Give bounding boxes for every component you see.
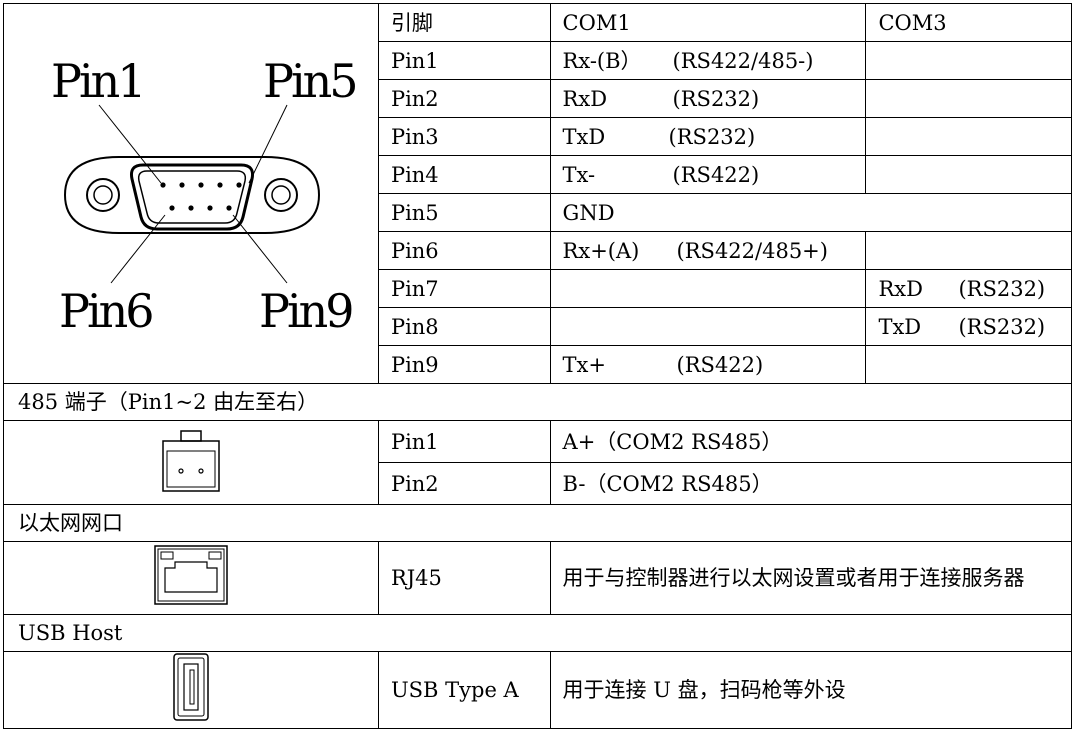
terminal-image-cell [3,420,379,505]
com1-cell: RxD(RS232) [549,79,867,118]
db9-label-pin9: Pin9 [259,284,352,338]
desc-cell: 用于连接 U 盘，扫码枪等外设 [549,651,1073,729]
table-row: Pin3 TxD(RS232) [4,117,1072,156]
desc-cell: A+（COM2 RS485） [549,420,1073,463]
pin-cell: Pin4 [377,155,551,194]
com3-cell [865,117,1072,156]
com3-cell [865,155,1072,194]
com1-cell: Tx+(RS422) [549,345,867,384]
desc-cell: B-（COM2 RS485） [549,462,1073,505]
pin-cell: Pin3 [377,117,551,156]
terminal-block-icon [162,429,220,492]
table-row: Pin6 Rx+(A)(RS422/485+) [4,231,1072,270]
gnd-cell: GND [549,193,1073,232]
pinout-table: Pin1 Pin5 Pin6 Pin9 [3,3,1073,729]
com3-cell [865,345,1072,384]
section-row-usb: USB Host [3,614,1072,652]
pin-cell: Pin6 [377,231,551,270]
pin-cell: Pin9 [377,345,551,384]
section-title-usb: USB Host [3,614,1072,652]
table-row: Pin1 A+（COM2 RS485） [3,420,1073,505]
table-row: RJ45 用于与控制器进行以太网设置或者用于连接服务器 [3,541,1073,615]
pin-cell: Pin2 [377,462,551,505]
table-row: Pin2 B-（COM2 RS485） [4,462,1073,505]
table-row: Pin5 GND [4,193,1073,232]
db9-label-pin5: Pin5 [263,54,356,108]
com1-cell [549,269,867,308]
com1-cell: Tx-(RS422) [549,155,867,194]
header-row: Pin1 Pin5 Pin6 Pin9 [3,3,1072,384]
header-com3: COM3 [865,3,1072,42]
usb-port-icon [173,653,209,721]
com3-cell: TxD(RS232) [865,307,1072,346]
com3-cell [865,79,1072,118]
pin-cell: RJ45 [377,541,551,615]
db9-connector-diagram: Pin1 Pin5 Pin6 Pin9 [51,54,359,338]
table-row: Pin2 RxD(RS232) [4,79,1072,118]
desc-cell: 用于与控制器进行以太网设置或者用于连接服务器 [549,541,1073,615]
pin-cell: Pin7 [377,269,551,308]
section-row-ethernet: 以太网网口 [3,504,1072,542]
com1-cell [549,307,867,346]
com1-cell: TxD(RS232) [549,117,867,156]
com3-cell: RxD(RS232) [865,269,1072,308]
com1-cell: Rx+(A)(RS422/485+) [549,231,867,270]
pin-cell: Pin1 [377,41,551,80]
table-row: Pin1 Rx-(B）(RS422/485-) [4,41,1072,80]
db9-image-cell: Pin1 Pin5 Pin6 Pin9 [3,3,379,384]
pin-cell: Pin5 [377,193,551,232]
com1-cell: Rx-(B）(RS422/485-) [549,41,867,80]
rj45-port-icon [154,545,228,605]
pin-cell: Pin8 [377,307,551,346]
usb-image-cell [3,651,379,729]
section-row-485: 485 端子（Pin1~2 由左至右） [3,383,1072,421]
rj45-image-cell [3,541,379,615]
header-com1: COM1 [549,3,867,42]
section-title-ethernet: 以太网网口 [3,504,1072,542]
pin-cell: Pin1 [377,420,551,463]
section-title-485: 485 端子（Pin1~2 由左至右） [3,383,1072,421]
pin-cell: USB Type A [377,651,551,729]
db9-label-pin1: Pin1 [51,54,144,108]
pin-cell: Pin2 [377,79,551,118]
table-row: USB Type A 用于连接 U 盘，扫码枪等外设 [3,651,1073,729]
header-pin: 引脚 [377,3,551,42]
com3-cell [865,41,1072,80]
db9-label-pin6: Pin6 [59,284,152,338]
com3-cell [865,231,1072,270]
table-row: Pin4 Tx-(RS422) [4,155,1072,194]
